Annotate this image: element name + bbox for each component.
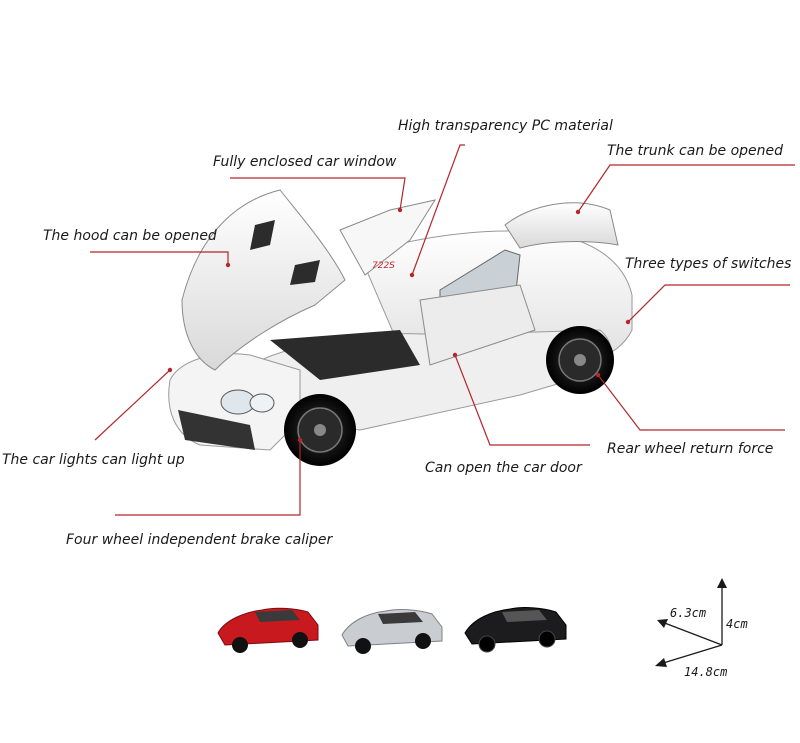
label-pc-material: High transparency PC material (398, 118, 613, 134)
label-rear-wheel: Rear wheel return force (607, 441, 774, 457)
label-switches: Three types of switches (625, 256, 792, 272)
variant-car-silver (341, 609, 443, 654)
label-brake: Four wheel independent brake caliper (66, 532, 333, 548)
leader-dots (167, 207, 631, 443)
dimension-width-label: 6.3cm (670, 606, 707, 620)
variant-car-black (464, 607, 567, 653)
leader-lines (90, 144, 795, 516)
dimension-height-label: 4cm (726, 617, 748, 631)
label-hood: The hood can be opened (43, 228, 217, 244)
label-door: Can open the car door (425, 460, 582, 476)
dimension-length-label: 14.8cm (684, 665, 728, 679)
variant-car-red (217, 607, 319, 653)
label-trunk: The trunk can be opened (607, 143, 784, 159)
main-car: 722S (168, 189, 633, 451)
svg-text:722S: 722S (372, 261, 395, 271)
front-wheel (284, 394, 356, 466)
dimension-axes (655, 578, 727, 667)
label-lights: The car lights can light up (2, 452, 185, 468)
rear-wheel (546, 326, 614, 394)
label-window: Fully enclosed car window (213, 154, 397, 170)
